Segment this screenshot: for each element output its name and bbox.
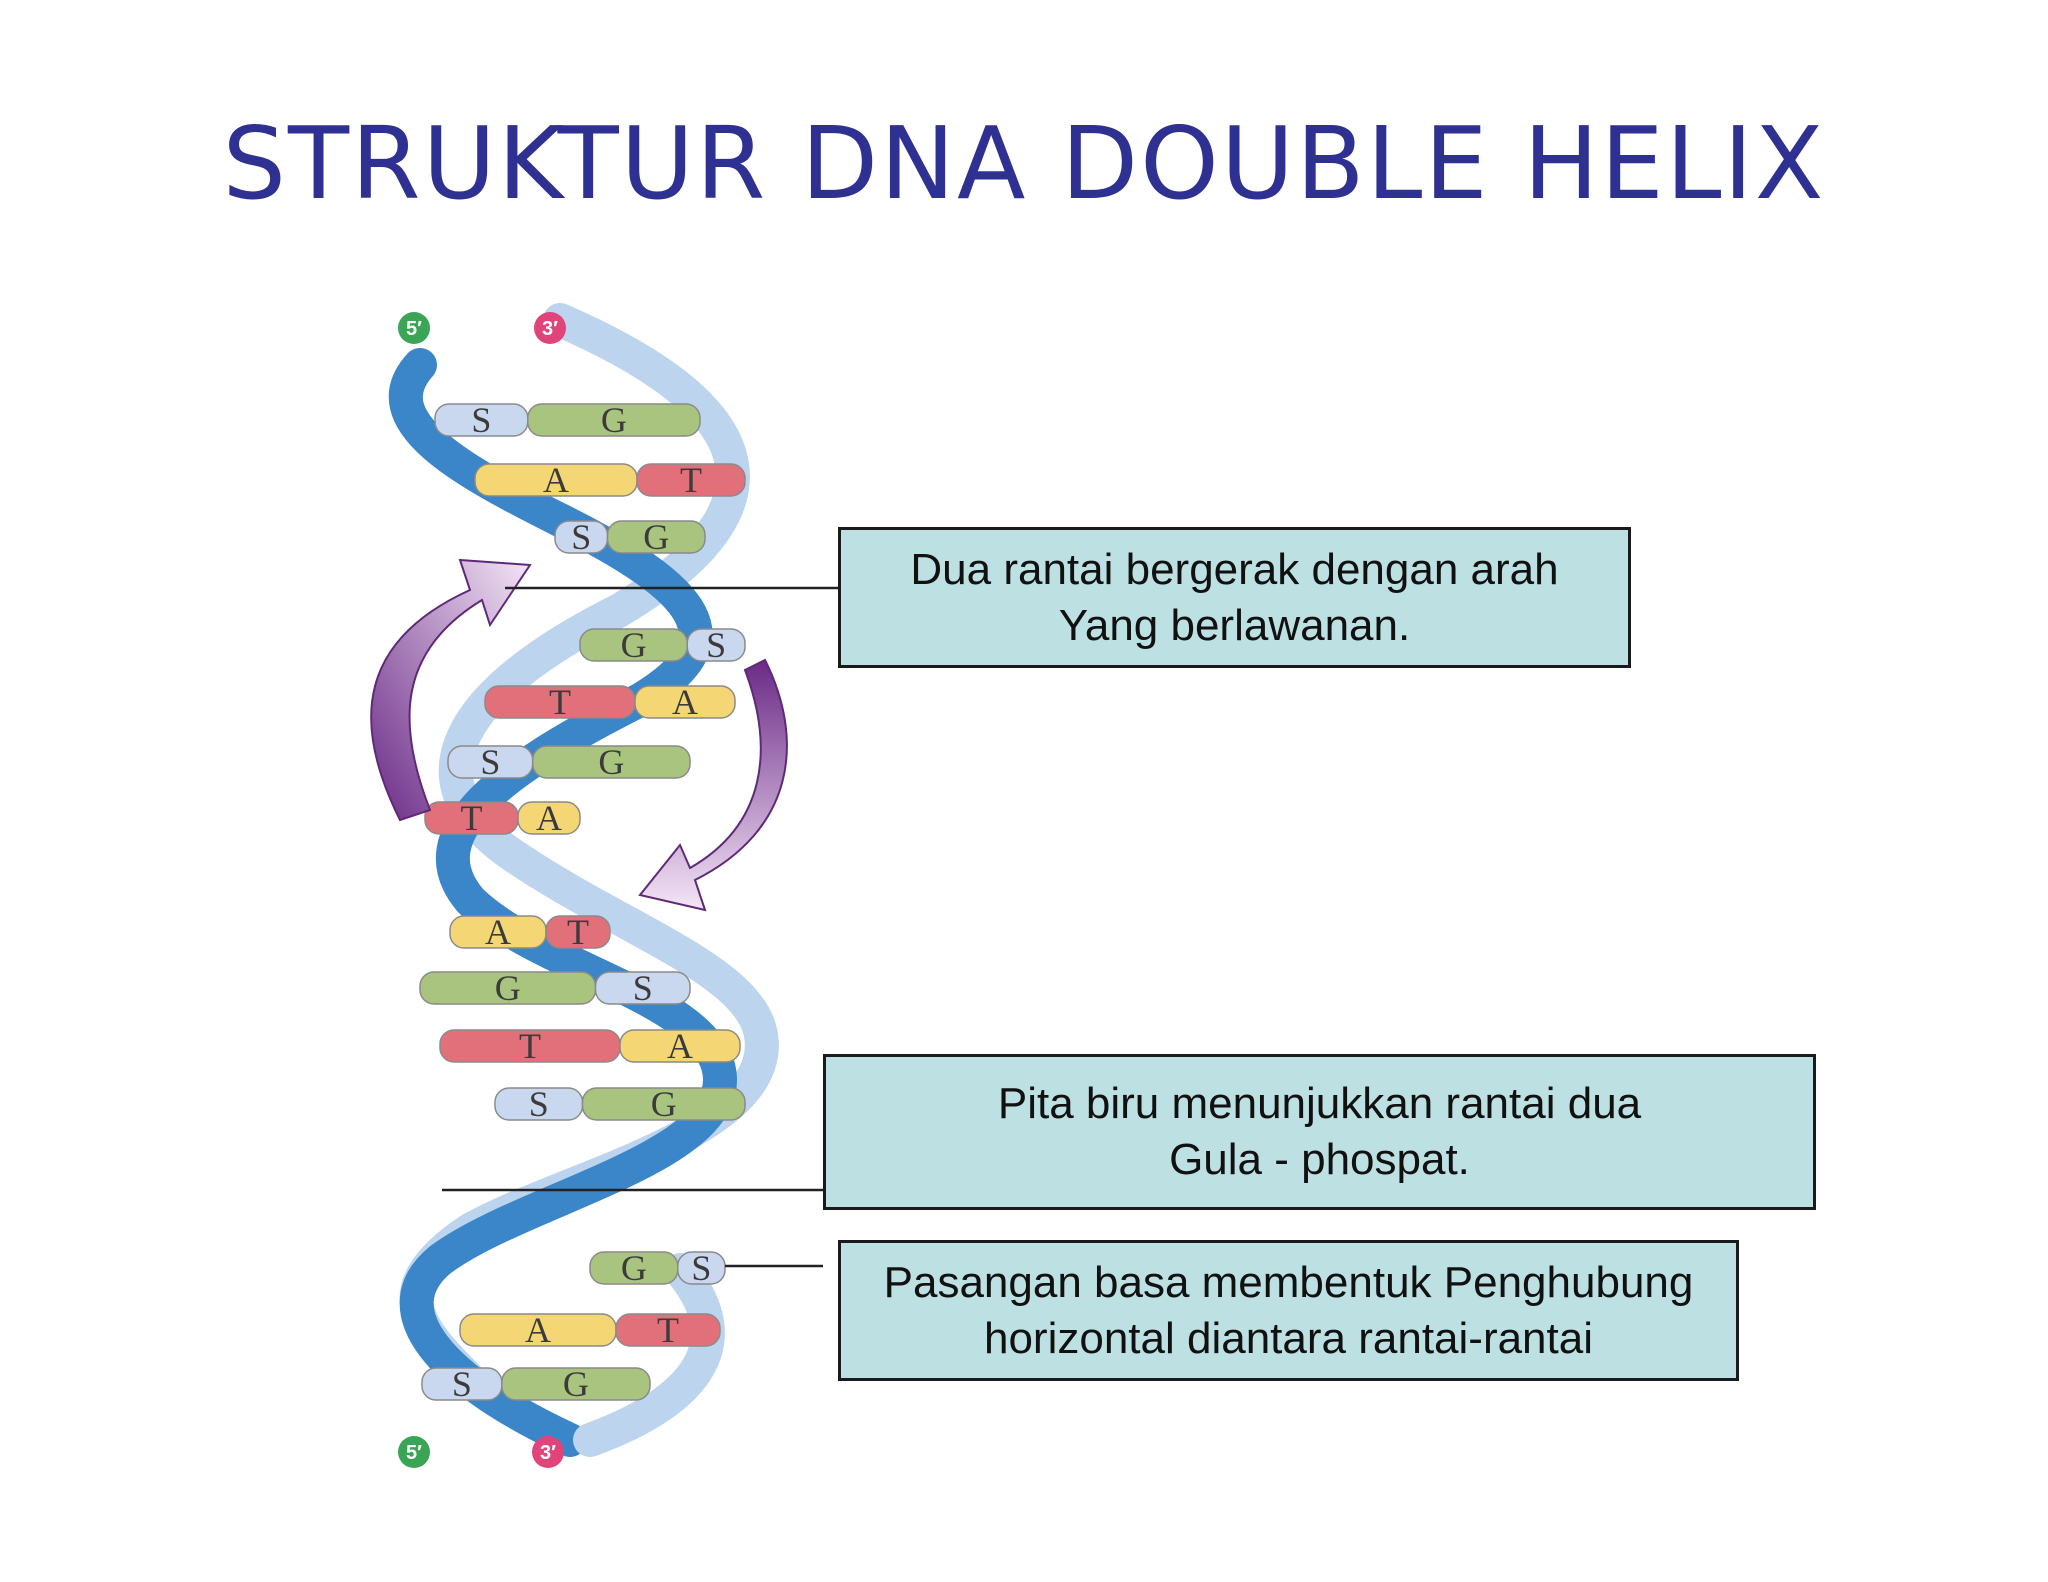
base-label-left: S: [452, 1364, 472, 1404]
callout-base-pairs: Pasangan basa membentuk Penghubung horiz…: [838, 1240, 1739, 1381]
base-right: [619, 1029, 741, 1063]
base-label-left: S: [471, 400, 491, 440]
base-label-left: S: [571, 517, 591, 557]
base-right: [527, 403, 701, 437]
base-right: [636, 463, 746, 497]
base-label-right: A: [536, 798, 562, 838]
callout-2-line-2: Gula - phospat.: [1169, 1135, 1470, 1184]
callout-2-line-1: Pita biru menunjukkan rantai dua: [997, 1079, 1642, 1128]
base-right: [581, 1087, 746, 1121]
base-label-right: T: [680, 460, 702, 500]
base-label-left: T: [461, 798, 483, 838]
base-right: [545, 915, 611, 949]
base-label-left: G: [621, 1248, 647, 1288]
end-marker-5-bottom: 5′: [398, 1436, 430, 1468]
base-label-left: S: [529, 1084, 549, 1124]
base-right: [677, 1251, 726, 1285]
callout-3-line-2: horizontal diantara rantai-rantai: [983, 1313, 1594, 1363]
base-label-left: A: [525, 1310, 551, 1350]
base-label-right: S: [706, 625, 726, 665]
callout-3-line-1: Pasangan basa membentuk Penghubung: [883, 1257, 1694, 1307]
base-label-left: G: [495, 968, 521, 1008]
base-right: [517, 801, 581, 835]
end-marker-5-top: 5′: [398, 312, 430, 344]
page-title: STRUKTUR DNA DOUBLE HELIX: [222, 105, 1826, 222]
strand-back-2: [573, 1253, 725, 1457]
base-right: [531, 745, 691, 779]
base-label-right: A: [667, 1026, 693, 1066]
base-label-left: T: [549, 682, 571, 722]
base-label-right: T: [657, 1310, 679, 1350]
callout-1-line-1: Dua rantai bergerak dengan arah: [910, 544, 1559, 594]
svg-text:3′: 3′: [540, 1442, 556, 1464]
base-label-left: S: [480, 742, 500, 782]
base-right: [686, 628, 746, 662]
svg-text:5′: 5′: [406, 318, 422, 340]
end-marker-3-bottom: 3′: [532, 1436, 564, 1468]
base-label-right: G: [651, 1084, 677, 1124]
base-label-right: G: [563, 1364, 589, 1404]
direction-arrow-down-icon: [638, 658, 788, 912]
base-label-right: G: [598, 742, 624, 782]
base-label-left: A: [543, 460, 569, 500]
callout-1-line-2: Yang berlawanan.: [1058, 600, 1411, 650]
base-label-right: S: [691, 1248, 711, 1288]
base-right: [634, 685, 736, 719]
direction-arrow-up-icon: [370, 558, 532, 822]
svg-text:5′: 5′: [406, 1442, 422, 1464]
base-label-right: T: [567, 912, 589, 952]
callout-opposite-direction: Dua rantai bergerak dengan arah Yang ber…: [838, 527, 1631, 668]
base-label-right: A: [672, 682, 698, 722]
base-right: [594, 971, 691, 1005]
svg-text:3′: 3′: [542, 318, 558, 340]
base-right: [615, 1313, 721, 1347]
base-label-left: A: [485, 912, 511, 952]
base-label-right: G: [601, 400, 627, 440]
base-label-right: G: [643, 517, 669, 557]
end-marker-3-top: 3′: [534, 312, 566, 344]
strand-front: [388, 348, 738, 1457]
base-label-left: T: [519, 1026, 541, 1066]
base-right: [606, 520, 706, 554]
base-label-left: G: [621, 625, 647, 665]
base-label-right: S: [633, 968, 653, 1008]
base-right: [501, 1367, 651, 1401]
callout-sugar-phosphate: Pita biru menunjukkan rantai dua Gula - …: [823, 1054, 1816, 1210]
